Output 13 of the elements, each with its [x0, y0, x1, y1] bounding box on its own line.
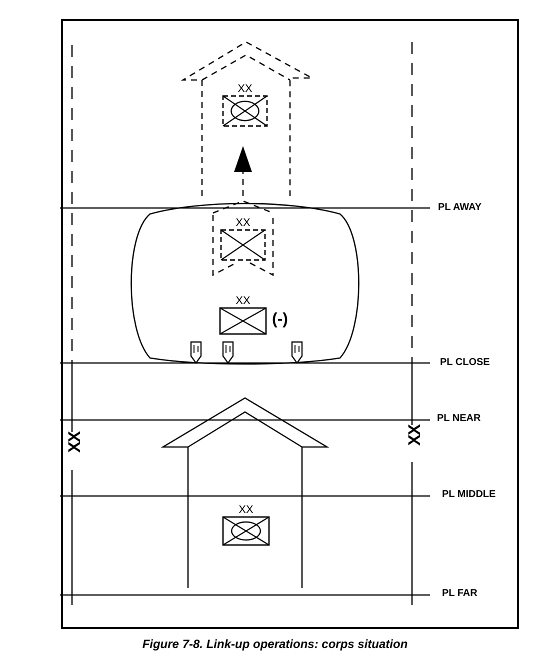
echelon-label: XX [238, 505, 254, 516]
phase-line-label: PL CLOSE [440, 358, 490, 368]
phase-line-label: PL FAR [442, 589, 478, 599]
echelon-label: XX [236, 84, 254, 95]
echelon-label: XX [234, 296, 252, 307]
figure-caption: Figure 7-8. Link-up operations: corps situation [141, 638, 409, 650]
phase-line-label: PL AWAY [438, 203, 482, 213]
boundary-echelon-label: XX [66, 432, 83, 453]
echelon-label: XX [234, 218, 252, 229]
strength-label: (-) [272, 312, 288, 328]
boundary-echelon-label: XX [406, 425, 423, 446]
phase-line-label: PL NEAR [437, 414, 481, 424]
phase-line-label: PL MIDDLE [442, 490, 496, 500]
